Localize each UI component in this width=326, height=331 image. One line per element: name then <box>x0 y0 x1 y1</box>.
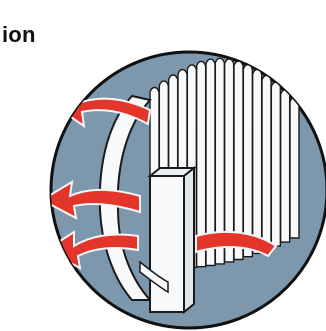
louver-slat <box>271 82 280 246</box>
louver-slat <box>253 70 262 254</box>
louver-slat <box>234 61 243 259</box>
caption-text: ion <box>2 22 36 48</box>
louver-slat <box>243 65 252 257</box>
louver-slat <box>281 90 290 242</box>
louver-slat <box>262 76 271 250</box>
louver-slat <box>290 98 299 239</box>
